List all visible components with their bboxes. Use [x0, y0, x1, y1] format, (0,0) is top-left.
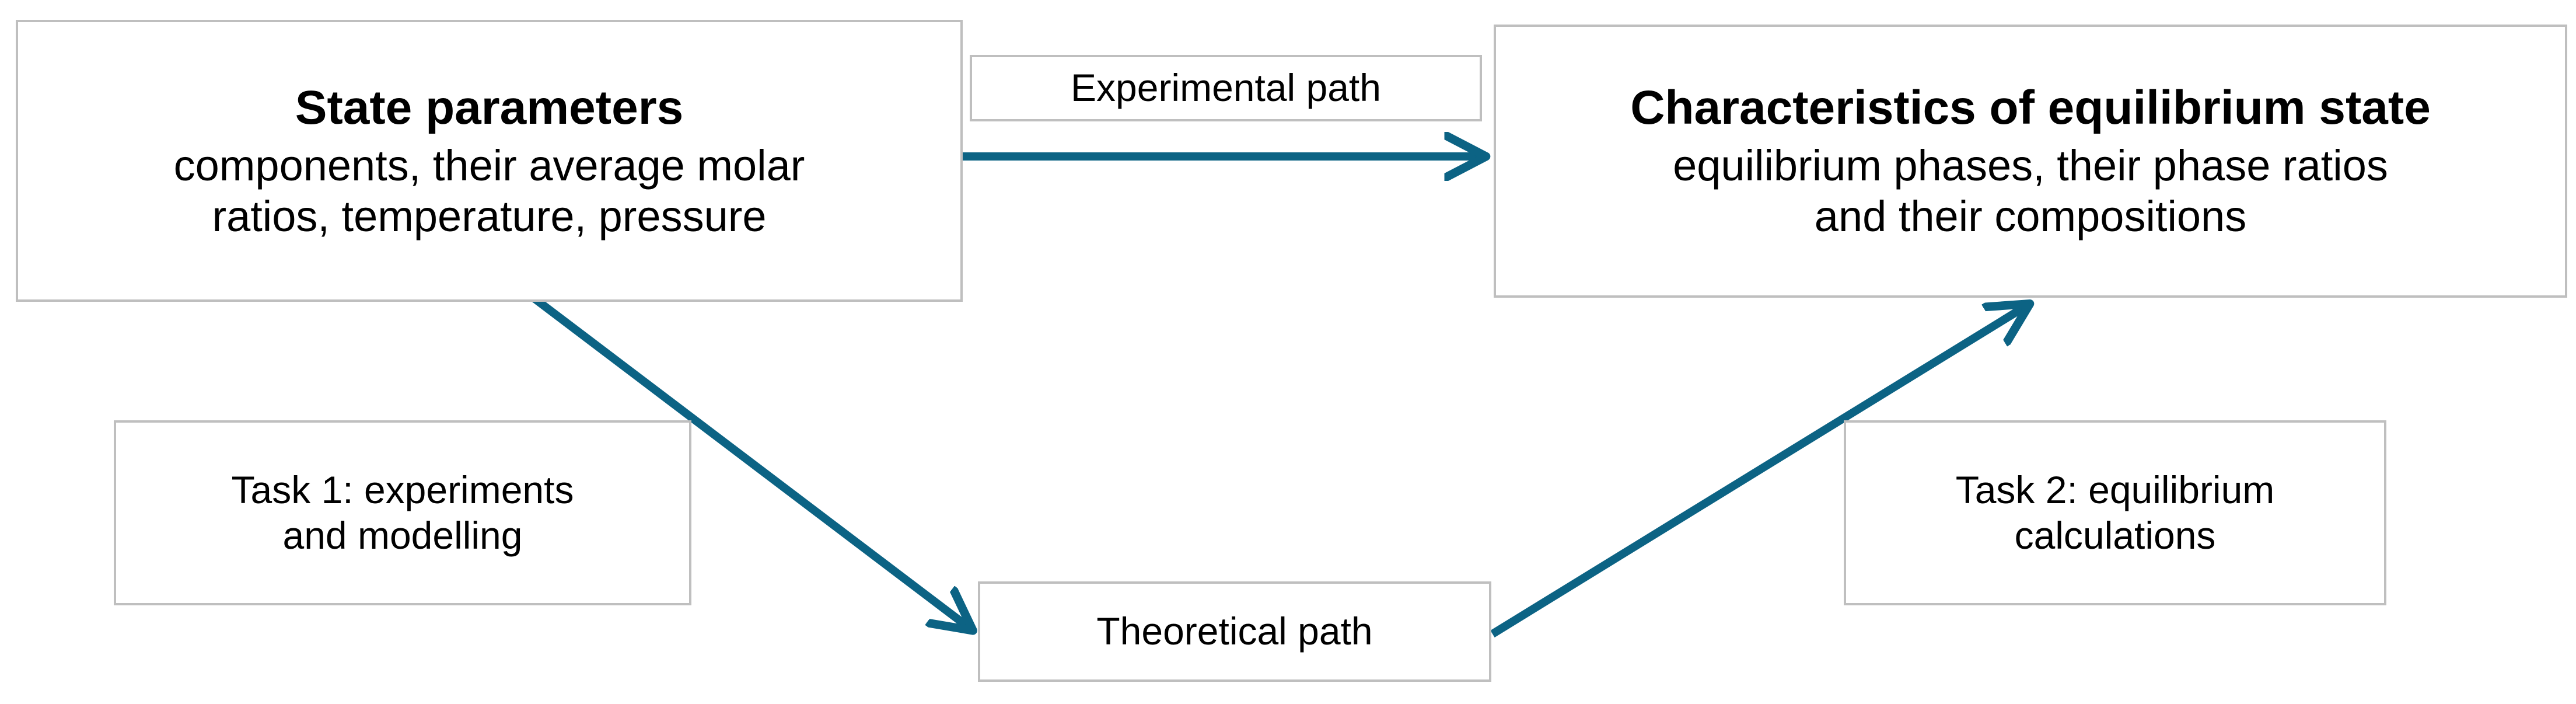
experimental-path-label-box[interactable]: Experimental path	[970, 55, 1482, 121]
state-to-theoretical-arrow	[520, 287, 970, 628]
state-parameters-title: State parameters	[295, 81, 684, 134]
task1-box[interactable]: Task 1: experiments and modelling	[114, 420, 691, 605]
equilibrium-characteristics-box[interactable]: Characteristics of equilibrium state equ…	[1494, 25, 2567, 298]
theoretical-path-label: Theoretical path	[1096, 609, 1373, 653]
theoretical-path-label-box[interactable]: Theoretical path	[978, 581, 1491, 682]
task1-line-2: and modelling	[282, 513, 523, 557]
experimental-path-label: Experimental path	[1071, 66, 1381, 110]
task1-line-1: Task 1: experiments	[231, 468, 574, 511]
state-parameters-line-2: ratios, temperature, pressure	[212, 191, 767, 241]
theoretical-to-equilibrium-arrow	[1490, 306, 2026, 637]
equilibrium-characteristics-line-2: and their compositions	[1814, 192, 2247, 241]
equilibrium-characteristics-title: Characteristics of equilibrium state	[1630, 81, 2431, 135]
task2-box[interactable]: Task 2: equilibrium calculations	[1844, 420, 2386, 605]
state-parameters-box[interactable]: State parameters components, their avera…	[16, 20, 963, 302]
state-parameters-line-1: components, their average molar	[173, 141, 805, 190]
task2-line-2: calculations	[2014, 513, 2216, 557]
equilibrium-characteristics-line-1: equilibrium phases, their phase ratios	[1673, 141, 2388, 190]
task2-line-1: Task 2: equilibrium	[1955, 468, 2275, 511]
